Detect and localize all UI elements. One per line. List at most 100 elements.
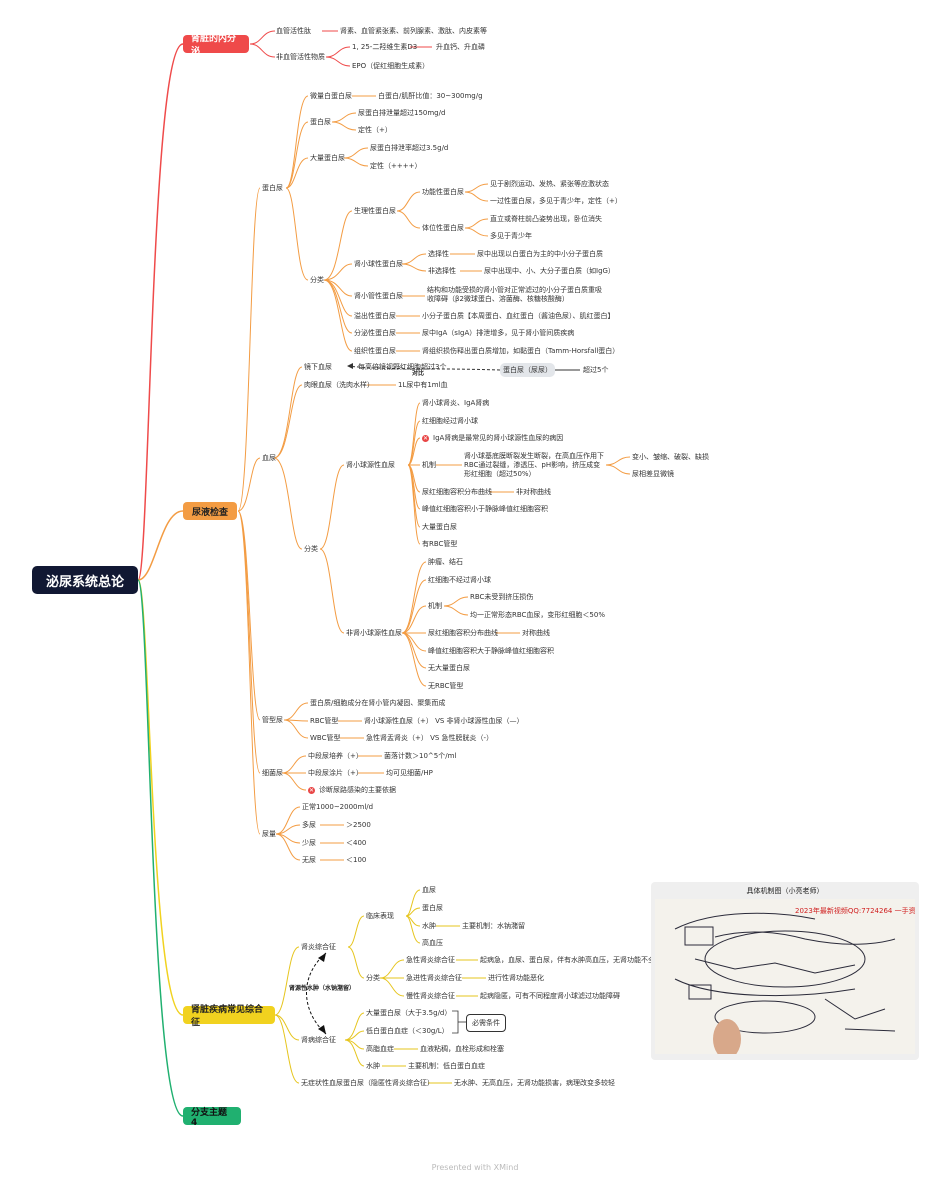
node-mechanism[interactable]: 机制 bbox=[422, 461, 436, 469]
node-chronic-val[interactable]: 起病隐匿，可有不同程度肾小球滤过功能障碍 bbox=[480, 992, 620, 1000]
node-physiological[interactable]: 生理性蛋白尿 bbox=[354, 207, 396, 215]
node-asymptomatic[interactable]: 无症状性血尿蛋白尿（隐匿性肾炎综合征） bbox=[301, 1079, 434, 1087]
node-edema-sign[interactable]: 水肿 bbox=[422, 922, 436, 930]
node-culture-val[interactable]: 菌落计数＞10^5个/ml bbox=[384, 752, 457, 760]
node-tubular-val[interactable]: 结构和功能受损的肾小管对正常滤过的小分子蛋白质重吸收障碍（β2微球蛋白、溶菌酶、… bbox=[427, 286, 602, 303]
node-g5[interactable]: 峰值红细胞容积小于静脉峰值红细胞容积 bbox=[422, 505, 548, 513]
node-g7[interactable]: 有RBC管型 bbox=[422, 540, 458, 548]
node-urine-volume[interactable]: 尿量 bbox=[262, 830, 276, 838]
node-smear[interactable]: 中段尿涂片（+） bbox=[308, 769, 363, 777]
node-massive-qual[interactable]: 定性（++++） bbox=[370, 162, 422, 170]
node-functional-a[interactable]: 见于剧烈运动、发热、紧张等应激状态 bbox=[490, 180, 609, 188]
node-syndrome-classification[interactable]: 分类 bbox=[366, 974, 380, 982]
node-g1[interactable]: 肾小球肾炎、IgA肾病 bbox=[422, 399, 490, 407]
node-secretory[interactable]: 分泌性蛋白尿 bbox=[354, 329, 396, 337]
node-hematuria[interactable]: 血尿 bbox=[262, 454, 276, 462]
node-selective[interactable]: 选择性 bbox=[428, 250, 449, 258]
branch-topic-4[interactable]: 分支主题 4 bbox=[183, 1107, 241, 1128]
node-epo[interactable]: EPO（促红细胞生成素） bbox=[352, 62, 430, 70]
node-n-mechanism[interactable]: 机制 bbox=[428, 602, 442, 610]
node-wbc-cast-val[interactable]: 急性肾盂肾炎（+） VS 急性膀胱炎（-） bbox=[366, 734, 494, 742]
node-pro-amount[interactable]: 尿蛋白排泄量超过150mg/d bbox=[358, 109, 446, 117]
node-g4-val[interactable]: 非对称曲线 bbox=[516, 488, 551, 496]
node-nmech-a[interactable]: RBC未受到挤压损伤 bbox=[470, 593, 534, 601]
node-rbc-cast-val[interactable]: 肾小球源性血尿（+） VS 非肾小球源性血尿（—） bbox=[364, 717, 524, 725]
node-culture[interactable]: 中段尿培养（+） bbox=[308, 752, 363, 760]
node-proteinuria-def[interactable]: 蛋白尿 bbox=[310, 118, 331, 126]
node-glomerular-hematuria[interactable]: 肾小球源性血尿 bbox=[346, 461, 395, 469]
node-mech-b[interactable]: 尿相差显微镜 bbox=[632, 470, 674, 478]
node-mechanism-val[interactable]: 肾小球基底膜断裂发生断裂，在高血压作用下RBC通过裂缝，渗透压、pH影响，挤压成… bbox=[464, 452, 604, 478]
node-d3-effect[interactable]: 升血钙、升血磷 bbox=[436, 43, 485, 51]
node-micro-hematuria-val[interactable]: 每高倍镜视野红细胞超过3个 bbox=[358, 363, 447, 371]
node-vasoactive[interactable]: 血管活性肽 bbox=[276, 27, 311, 35]
node-clinical[interactable]: 临床表现 bbox=[366, 912, 394, 920]
node-compare-val[interactable]: 超过5个 bbox=[583, 366, 609, 374]
node-polyuria-val[interactable]: ＞2500 bbox=[346, 821, 371, 829]
node-anuria-val[interactable]: ＜100 bbox=[346, 856, 367, 864]
node-rapid-val[interactable]: 进行性肾功能恶化 bbox=[488, 974, 544, 982]
node-g3[interactable]: ✕IgA肾病是最常见的肾小球源性血尿的病因 bbox=[422, 434, 563, 443]
node-massive-proteinuria-ns[interactable]: 大量蛋白尿（大于3.5g/d） bbox=[366, 1009, 452, 1017]
node-tissue[interactable]: 组织性蛋白尿 bbox=[354, 347, 396, 355]
node-nonvasoactive[interactable]: 非血管活性物质 bbox=[276, 53, 325, 61]
node-polyuria[interactable]: 多尿 bbox=[302, 821, 316, 829]
node-nephrotic[interactable]: 肾病综合征 bbox=[301, 1036, 336, 1044]
branch-urinalysis[interactable]: 尿液检查 bbox=[183, 502, 237, 520]
node-oliguria[interactable]: 少尿 bbox=[302, 839, 316, 847]
video-frame[interactable]: 2023年最新视频QQ:7724264 一手资源 bbox=[655, 899, 915, 1054]
node-nmech-b[interactable]: 均一正常形态RBC血尿，变形红细胞＜50% bbox=[470, 611, 605, 619]
node-hematuria-classification[interactable]: 分类 bbox=[304, 545, 318, 553]
node-postural-a[interactable]: 直立或脊柱前凸姿势出现，卧位消失 bbox=[490, 215, 602, 223]
node-gross-val[interactable]: 1L尿中有1ml血 bbox=[398, 381, 448, 389]
node-required-condition[interactable]: 必需条件 bbox=[466, 1014, 506, 1032]
node-edema-mech[interactable]: 主要机制：水钠潴留 bbox=[462, 922, 525, 930]
node-secretory-val[interactable]: 尿中IgA（sIgA）排泄增多，见于肾小管间质疾病 bbox=[422, 329, 575, 337]
node-g2[interactable]: 红细胞经过肾小球 bbox=[422, 417, 478, 425]
node-postural[interactable]: 体位性蛋白尿 bbox=[422, 224, 464, 232]
node-hypoalbuminemia[interactable]: 低白蛋白血症（＜30g/L） bbox=[366, 1027, 449, 1035]
node-nonglomerular-hematuria[interactable]: 非肾小球源性血尿 bbox=[346, 629, 402, 637]
mechanism-video-card[interactable]: 具体机制图（小亮老师） 2023年最新视频QQ:7724264 一手资源 bbox=[651, 882, 919, 1060]
node-microscopic-hematuria[interactable]: 镜下血尿 bbox=[304, 363, 332, 371]
node-rbc-cast[interactable]: RBC管型 bbox=[310, 717, 339, 725]
node-gross-hematuria[interactable]: 肉眼血尿（洗肉水样） bbox=[304, 381, 374, 389]
node-hypertension-sign[interactable]: 高血压 bbox=[422, 939, 443, 947]
node-glomerular-proteinuria[interactable]: 肾小球性蛋白尿 bbox=[354, 260, 403, 268]
node-vasoactive-list[interactable]: 肾素、血管紧张素、前列腺素、激肽、内皮素等 bbox=[340, 27, 487, 35]
node-acute-val[interactable]: 起病急，血尿、蛋白尿，伴有水肿高血压，无肾功能不全 bbox=[480, 956, 655, 964]
node-proteinuria[interactable]: 蛋白尿 bbox=[262, 184, 283, 192]
node-n1[interactable]: 肿瘤、结石 bbox=[428, 558, 463, 566]
node-pro-qual[interactable]: 定性（+） bbox=[358, 126, 392, 134]
node-massive-proteinuria[interactable]: 大量蛋白尿 bbox=[310, 154, 345, 162]
node-overflow-val[interactable]: 小分子蛋白质【本周蛋白、血红蛋白（酱油色尿）、肌红蛋白】 bbox=[422, 312, 615, 320]
node-n2[interactable]: 红细胞不经过肾小球 bbox=[428, 576, 491, 584]
node-casts[interactable]: 管型尿 bbox=[262, 716, 283, 724]
node-normal-volume[interactable]: 正常1000~2000ml/d bbox=[302, 803, 374, 811]
node-massive-amount[interactable]: 尿蛋白排泄率超过3.5g/d bbox=[370, 144, 449, 152]
node-chronic[interactable]: 慢性肾炎综合征 bbox=[406, 992, 455, 1000]
node-nonselective[interactable]: 非选择性 bbox=[428, 267, 456, 275]
node-tissue-val[interactable]: 肾组织损伤释出蛋白质增加，如黏蛋白（Tamm-Horsfall蛋白） bbox=[422, 347, 620, 355]
node-functional-b[interactable]: 一过性蛋白尿，多见于青少年，定性（+） bbox=[490, 197, 622, 205]
node-smear-val[interactable]: 均可见细菌/HP bbox=[386, 769, 433, 777]
node-proteinuria-compare[interactable]: 蛋白尿（尿尿） bbox=[500, 363, 555, 377]
node-vitamin-d3[interactable]: 1, 25-二羟维生素D3 bbox=[352, 43, 418, 51]
node-selective-val[interactable]: 尿中出现以白蛋白为主的中小分子蛋白质 bbox=[477, 250, 603, 258]
node-postural-b[interactable]: 多见于青少年 bbox=[490, 232, 532, 240]
node-overflow[interactable]: 溢出性蛋白尿 bbox=[354, 312, 396, 320]
node-oliguria-val[interactable]: ＜400 bbox=[346, 839, 367, 847]
node-edema-ns[interactable]: 水肿 bbox=[366, 1062, 380, 1070]
node-rapid[interactable]: 急进性肾炎综合征 bbox=[406, 974, 462, 982]
node-g6[interactable]: 大量蛋白尿 bbox=[422, 523, 457, 531]
node-g4[interactable]: 尿红细胞容积分布曲线 bbox=[422, 488, 492, 496]
node-protein-classification[interactable]: 分类 bbox=[310, 276, 324, 284]
node-nonselective-val[interactable]: 尿中出现中、小、大分子蛋白质（如IgG） bbox=[484, 267, 615, 275]
node-acute[interactable]: 急性肾炎综合征 bbox=[406, 956, 455, 964]
node-functional[interactable]: 功能性蛋白尿 bbox=[422, 188, 464, 196]
branch-endocrine[interactable]: 肾脏的内分泌 bbox=[183, 34, 249, 57]
root-topic[interactable]: 泌尿系统总论 bbox=[32, 566, 138, 594]
node-n3-val[interactable]: 对称曲线 bbox=[522, 629, 550, 637]
node-edema-ns-val[interactable]: 主要机制：低白蛋白血症 bbox=[408, 1062, 485, 1070]
node-cast-def[interactable]: 蛋白质/细胞成分在肾小管内凝固、聚集而成 bbox=[310, 699, 446, 707]
